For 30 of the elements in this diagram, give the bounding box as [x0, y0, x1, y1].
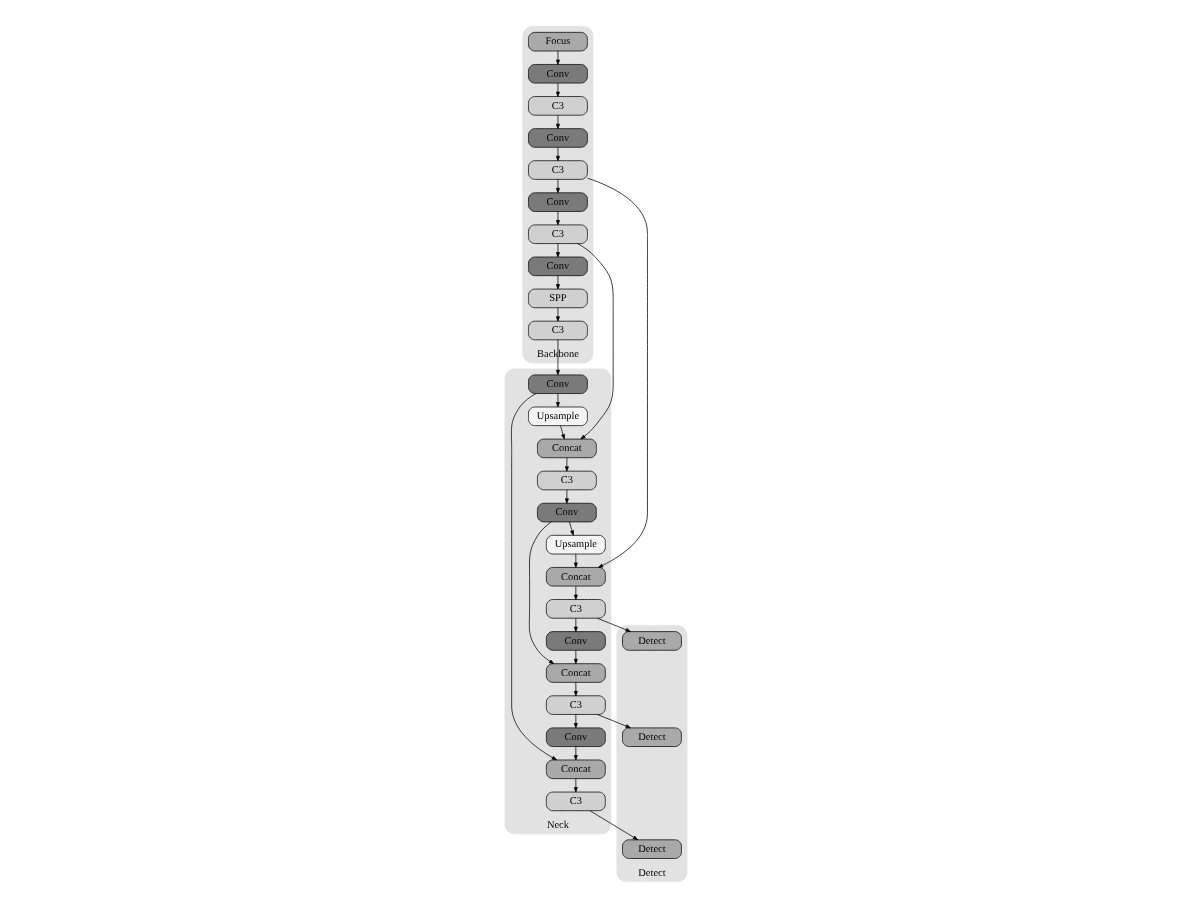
arrow	[556, 275, 560, 290]
arrow	[569, 521, 574, 536]
arrow	[556, 307, 560, 322]
arrow	[573, 714, 578, 729]
arrow	[556, 114, 560, 129]
arrow	[556, 339, 560, 376]
arrow	[556, 179, 560, 194]
arrow	[564, 457, 569, 472]
arrow	[556, 243, 560, 258]
arrow	[577, 243, 614, 440]
arrow	[560, 425, 565, 440]
arrow	[528, 521, 555, 665]
arrow	[573, 617, 578, 632]
arrow	[511, 393, 557, 761]
arrow	[556, 393, 560, 408]
arrow	[573, 682, 578, 697]
arrow	[564, 489, 569, 504]
arrow	[573, 585, 578, 600]
arrow	[573, 650, 578, 665]
arrow	[556, 211, 560, 226]
arrow	[556, 50, 560, 65]
arrow	[573, 746, 578, 761]
arrow	[573, 778, 578, 793]
arrow	[573, 553, 578, 568]
arrow	[556, 82, 560, 97]
arrow	[587, 177, 648, 568]
arrow	[556, 147, 560, 162]
arrow	[596, 714, 631, 729]
arrow	[589, 810, 639, 841]
arrow	[596, 617, 631, 632]
